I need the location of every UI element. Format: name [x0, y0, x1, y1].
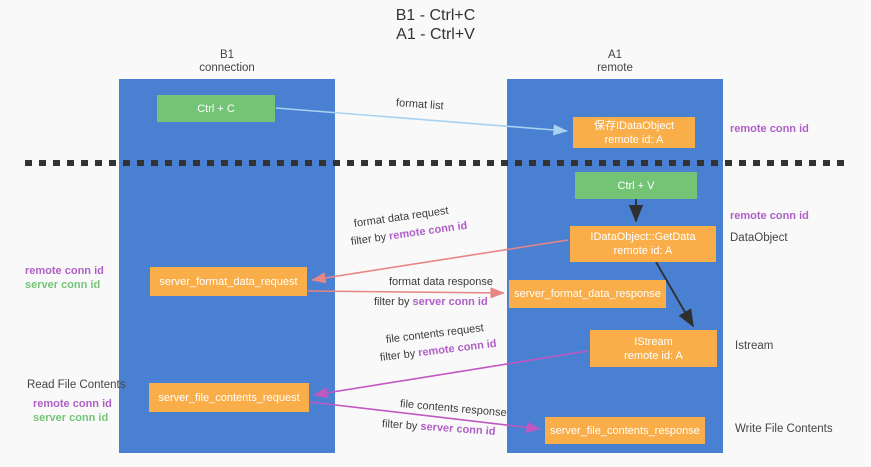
diagram-title: B1 - Ctrl+C A1 - Ctrl+V [0, 6, 871, 44]
filter-by-text: filter by [374, 296, 413, 308]
lifeline-b1-name: B1 [219, 49, 235, 61]
lifeline-a1-name: A1 [607, 49, 623, 61]
server-file-contents-request-label: server_file_contents_request [158, 391, 300, 404]
istream-side-label: Istream [735, 340, 774, 352]
title-line-2: A1 - Ctrl+V [396, 26, 475, 43]
left-server-conn-id-bottom-label: server conn id [33, 412, 109, 424]
server-format-data-response-box: server_format_data_response [509, 280, 666, 308]
format-list-arrow [275, 107, 568, 136]
lifeline-b1-role: connection [199, 62, 255, 74]
left-remote-conn-id-bottom-label: remote conn id [33, 398, 112, 410]
getdata-to-istream-arrow [655, 261, 694, 328]
format-data-response-arrow [307, 287, 505, 299]
lifeline-header-a1: A1 remote [507, 49, 723, 75]
server-file-contents-response-label: server_file_contents_response [550, 424, 700, 437]
save-idataobject-line1: 保存IDataObject [593, 119, 675, 132]
server-format-data-response-label: server_format_data_response [514, 288, 661, 300]
title-line-1: B1 - Ctrl+C [395, 7, 476, 24]
save-idataobject-line2: remote id: A [604, 133, 664, 146]
lifeline-a1-role: remote [597, 62, 633, 74]
istream-box: IStream remote id: A [590, 330, 717, 367]
left-remote-conn-id-label: remote conn id [25, 265, 104, 277]
idataobject-getdata-box: IDataObject::GetData remote id: A [570, 226, 716, 262]
ctrl-c-label: Ctrl + C [197, 102, 235, 115]
server-file-contents-request-box: server_file_contents_request [149, 383, 309, 412]
save-idataobject-box: 保存IDataObject remote id: A [573, 117, 695, 148]
write-file-contents-label: Write File Contents [735, 423, 833, 435]
file-contents-request-arrow [313, 350, 589, 399]
right-remote-conn-id-top-label: remote conn id [730, 123, 809, 135]
dataobject-label: DataObject [730, 232, 788, 244]
ctrl-v-label: Ctrl + V [617, 179, 655, 192]
server-file-contents-response-box: server_file_contents_response [545, 417, 705, 444]
getdata-line1: IDataObject::GetData [590, 231, 696, 243]
right-remote-conn-id-mid-label: remote conn id [730, 210, 809, 222]
ctrl-c-box: Ctrl + C [157, 95, 275, 122]
getdata-line2: remote id: A [613, 245, 673, 257]
istream-line1: IStream [634, 335, 673, 348]
ctrl-v-box: Ctrl + V [575, 172, 697, 199]
file-contents-response-arrow [309, 401, 541, 433]
lifeline-header-b1: B1 connection [119, 49, 335, 75]
format-data-request-arrow [311, 239, 569, 284]
format-data-response-filter-label: filter by server conn id [374, 296, 488, 308]
left-server-conn-id-label: server conn id [25, 279, 101, 291]
format-data-response-label: format data response [389, 276, 493, 288]
server-format-data-request-box: server_format_data_request [150, 267, 307, 296]
server-conn-id-text: server conn id [412, 296, 488, 308]
istream-line2: remote id: A [624, 349, 683, 362]
server-format-data-request-label: server_format_data_request [159, 275, 298, 288]
read-file-contents-label: Read File Contents [27, 379, 126, 391]
